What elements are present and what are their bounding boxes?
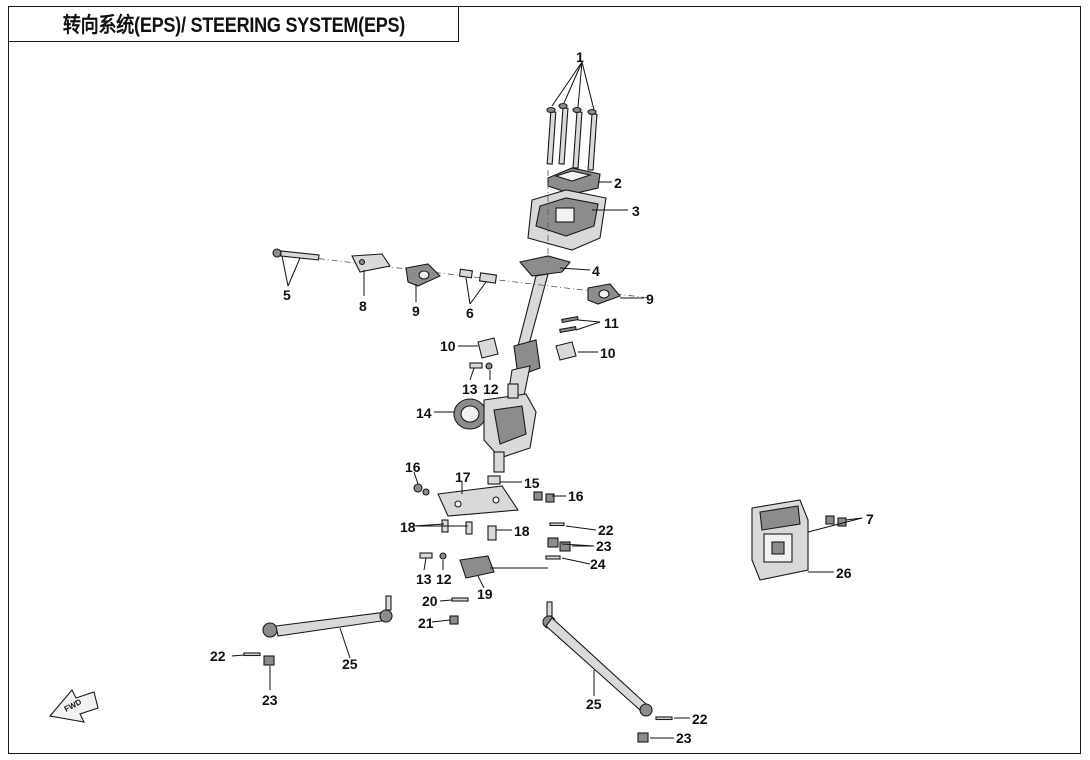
callout-24: 24: [590, 556, 606, 572]
callout-3: 3: [632, 203, 640, 219]
part-23-nut-mid: [547, 537, 571, 552]
part-24-washer: [545, 555, 561, 560]
part-8-bracket: [351, 253, 391, 273]
callout-18-right: 18: [514, 523, 530, 539]
part-22-cotter-left: [243, 652, 261, 657]
callout-12-lower: 12: [436, 571, 452, 587]
part-9-bushing-right: [587, 283, 621, 305]
callout-14: 14: [416, 405, 432, 421]
title-box: 转向系统(EPS)/ STEERING SYSTEM(EPS): [8, 6, 459, 42]
callout-labels: 1 2 3 4 5 6 7 8 9 9 10 10 11 12 12 13 13…: [210, 49, 874, 746]
callout-9-right: 9: [646, 291, 654, 307]
callout-23-left: 23: [262, 692, 278, 708]
callout-23-mid: 23: [596, 538, 612, 554]
part-10-pad-left: [477, 337, 499, 359]
callout-18-left: 18: [400, 519, 416, 535]
callout-17: 17: [455, 469, 471, 485]
callout-5: 5: [283, 287, 291, 303]
part-2-clamp: [547, 167, 601, 195]
part-23-nut-left: [263, 655, 275, 666]
part-12-washer-upper: [485, 362, 493, 370]
part-21-nut: [449, 615, 459, 625]
callout-11: 11: [604, 315, 619, 331]
callout-12-upper: 12: [483, 381, 499, 397]
callout-25-left: 25: [342, 656, 358, 672]
callout-16-right: 16: [568, 488, 584, 504]
callout-13-lower: 13: [416, 571, 432, 587]
part-1-bolts: [546, 102, 598, 171]
callout-22-mid: 22: [598, 522, 614, 538]
part-13-bolt-upper: [469, 362, 483, 369]
part-20-pin: [451, 597, 469, 602]
leader-lines: [231, 61, 863, 739]
part-12-washer-lower: [439, 552, 447, 560]
callout-15: 15: [524, 475, 540, 491]
part-13-bolt-lower: [419, 552, 433, 559]
part-15-sleeve: [487, 475, 501, 485]
callout-22-left: 22: [210, 648, 226, 664]
callout-20: 20: [422, 593, 438, 609]
part-9-bushing-left: [405, 263, 441, 287]
callout-8: 8: [359, 298, 367, 314]
drawing-frame: [8, 6, 1081, 754]
callout-10-right: 10: [600, 345, 616, 361]
callout-26: 26: [836, 565, 852, 581]
callout-16-left: 16: [405, 459, 421, 475]
part-5-bolt: [272, 248, 320, 261]
part-25-tie-rod-left: [262, 595, 393, 638]
callout-2: 2: [614, 175, 622, 191]
part-17-plate: [437, 485, 519, 517]
part-22-cotter-mid: [549, 522, 565, 527]
part-19-pitman: [459, 555, 495, 579]
part-14-eps-unit: [453, 383, 537, 473]
callout-23-right: 23: [676, 730, 692, 746]
callout-6: 6: [466, 305, 474, 321]
part-10-pad-right: [555, 341, 577, 361]
callout-22-right: 22: [692, 711, 708, 727]
part-11-pins: [559, 316, 579, 334]
part-6-collar: [458, 268, 498, 284]
part-22-cotter-right: [655, 716, 673, 721]
callout-9-left: 9: [412, 303, 420, 319]
callout-1: 1: [576, 49, 584, 65]
callout-13-upper: 13: [462, 381, 478, 397]
callout-25-right: 25: [586, 696, 602, 712]
callout-10-left: 10: [440, 338, 456, 354]
callout-19: 19: [477, 586, 493, 602]
part-16-nut-right: [533, 491, 555, 503]
part-25-tie-rod-right: [542, 601, 653, 717]
steering-shaft: [507, 255, 571, 397]
callout-4: 4: [592, 263, 600, 279]
fwd-arrow-icon: FWD: [48, 689, 99, 723]
callout-21: 21: [418, 615, 434, 631]
part-23-nut-right: [637, 732, 649, 743]
part-26-controller: [751, 499, 809, 581]
part-18-bolts: [441, 519, 497, 541]
callout-7: 7: [866, 511, 874, 527]
diagram-title: 转向系统(EPS)/ STEERING SYSTEM(EPS): [62, 14, 405, 37]
part-16-nut-left: [413, 483, 430, 496]
part-3-column-housing: [527, 189, 607, 251]
